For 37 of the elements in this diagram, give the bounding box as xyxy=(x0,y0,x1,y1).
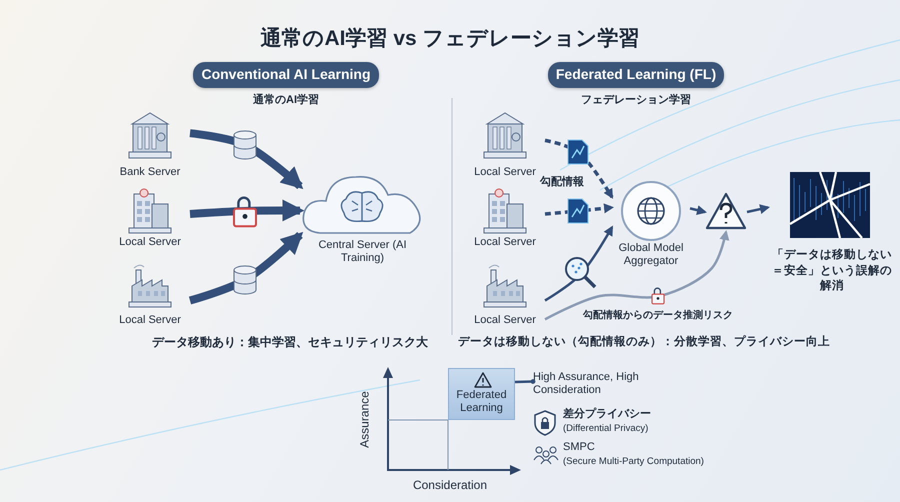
quadrant-highlight-box xyxy=(448,368,515,420)
callout-text: High Assurance, High Consideration xyxy=(533,371,640,398)
text-label: 勾配情報からのデータ推測リスク xyxy=(582,310,734,322)
node-label: Local Server xyxy=(473,236,537,250)
axis-title: Assurance xyxy=(358,390,372,450)
arrow xyxy=(544,226,614,302)
arrow xyxy=(544,138,614,199)
text-label: データ移動あり：集中学習、セキュリティリスク大 xyxy=(151,335,429,350)
arrow xyxy=(746,204,770,214)
text-label: フェデレーション学習 xyxy=(580,94,692,108)
node-label: Bank Server xyxy=(118,166,182,180)
arrow xyxy=(188,232,304,304)
node-caption: 「データは移動しない＝安全」という誤解の解消 xyxy=(771,248,893,294)
text-label: データは移動しない（勾配情報のみ）：分散学習、プライバシー向上 xyxy=(458,335,830,350)
diagram-title: 通常のAI学習 vs フェデレーション学習 xyxy=(259,26,641,52)
arrow xyxy=(190,129,304,190)
node-label: Central Server (AI Training) xyxy=(317,239,408,266)
text-label: Consideration xyxy=(412,478,488,493)
arrow xyxy=(190,200,304,222)
node-label: Global Model Aggregator xyxy=(618,242,684,268)
arrow xyxy=(544,230,730,320)
connector-line xyxy=(514,379,536,384)
text-label: (Secure Multi-Party Computation) xyxy=(563,456,705,468)
arrow xyxy=(690,205,707,215)
node-label: Local Server xyxy=(118,314,182,328)
text-label: 勾配情報 xyxy=(540,176,585,190)
node-label: Local Server xyxy=(473,166,537,180)
section-heading-pill: Federated Learning (FL) xyxy=(548,62,724,88)
arrow xyxy=(544,203,614,216)
text-label: (Differential Privacy) xyxy=(563,423,650,435)
node-label: Local Server xyxy=(118,236,182,250)
section-heading-pill: Conventional AI Learning xyxy=(193,62,379,88)
text-label: SMPC xyxy=(563,441,596,455)
text-label: 通常のAI学習 xyxy=(252,94,320,108)
quadrant-label: Federated Learning xyxy=(455,389,508,416)
node-label: Local Server xyxy=(473,314,537,328)
text-label: 差分プライバシー xyxy=(563,408,652,422)
